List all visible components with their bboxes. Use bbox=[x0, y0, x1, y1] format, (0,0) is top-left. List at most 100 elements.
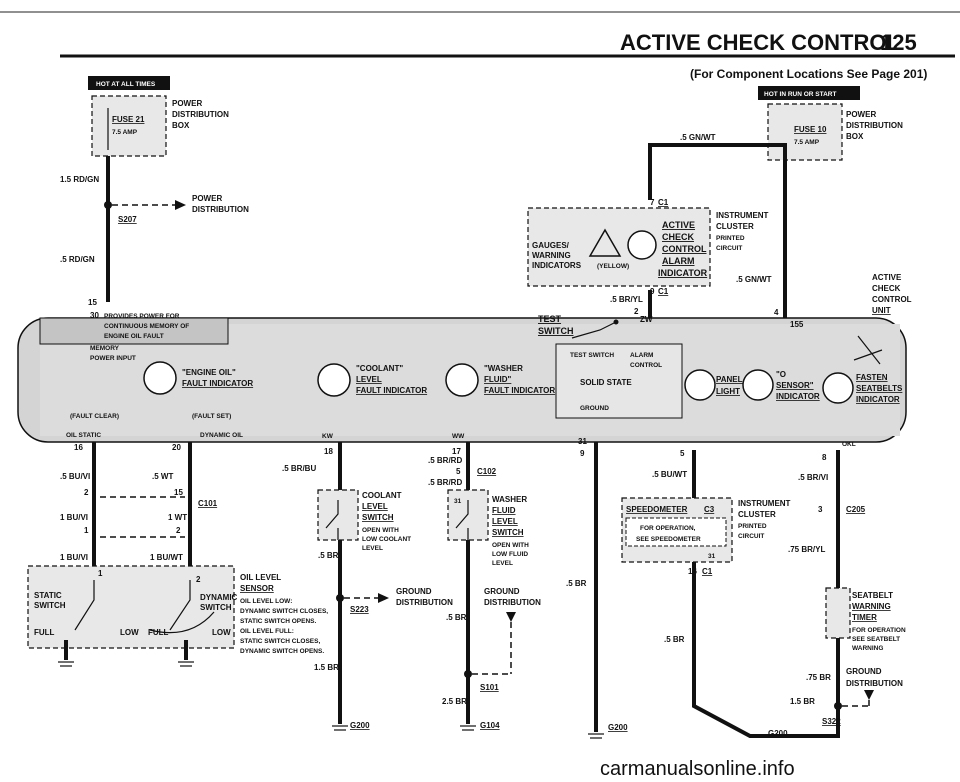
pin-5: 5 bbox=[680, 449, 685, 458]
coolant-sw-6: LEVEL bbox=[362, 545, 383, 552]
pin-16: 16 bbox=[74, 443, 83, 452]
seatbelt-timer-box bbox=[825, 587, 851, 639]
wire-1-bu-vi-b: 1 BU/VI bbox=[60, 553, 88, 562]
seatbelt-timer-5: SEE SEATBELT bbox=[852, 636, 900, 643]
engine-oil-1: "ENGINE OIL" bbox=[182, 368, 236, 377]
pin-4: 4 bbox=[774, 308, 779, 317]
washer-lamp-icon bbox=[445, 363, 479, 397]
oil-note-5: STATIC SWITCH OPENS. bbox=[240, 618, 317, 625]
oil-level-sensor-box bbox=[27, 565, 235, 649]
s207-label: S207 bbox=[118, 215, 137, 224]
full-b: FULL bbox=[148, 628, 169, 637]
fuse21-label: FUSE 21 bbox=[112, 115, 145, 124]
coolant-sw-1: COOLANT bbox=[362, 491, 402, 500]
speedo-ic-4: CIRCUIT bbox=[738, 533, 764, 540]
alarm-2: CONTROL bbox=[630, 362, 662, 369]
page-title: ACTIVE CHECK CONTROL bbox=[620, 30, 900, 55]
s207-dist-2: DISTRIBUTION bbox=[192, 205, 249, 214]
acc-alarm-3: CONTROL bbox=[662, 244, 707, 254]
acc-alarm-1: ACTIVE bbox=[662, 220, 695, 230]
oil-note-6: OIL LEVEL FULL: bbox=[240, 628, 294, 635]
dynamic-oil: DYNAMIC OIL bbox=[200, 432, 243, 439]
low-b: LOW bbox=[212, 628, 231, 637]
conn-c101: C101 bbox=[198, 499, 218, 508]
coolant-2: LEVEL bbox=[356, 375, 382, 384]
wire-1-wt: 1 WT bbox=[168, 513, 187, 522]
pin-ww: WW bbox=[452, 433, 465, 440]
wire-05-rd-gn: .5 RD/GN bbox=[60, 255, 95, 264]
panel-light-icon bbox=[684, 369, 716, 401]
dynamic-switch-2: SWITCH bbox=[200, 603, 232, 612]
fasten-3: INDICATOR bbox=[856, 395, 900, 404]
gauges-2: WARNING bbox=[532, 251, 571, 260]
pin-7: 7 bbox=[650, 198, 655, 207]
washer-1: "WASHER bbox=[484, 364, 523, 373]
s101-dist-2: DISTRIBUTION bbox=[484, 598, 541, 607]
test-2: SWITCH bbox=[538, 326, 574, 336]
speedo-op-2: SEE SPEEDOMETER bbox=[636, 536, 701, 543]
speedo-ic-3: PRINTED bbox=[738, 523, 767, 530]
test-switch-label: TEST SWITCH bbox=[570, 352, 614, 359]
wire-05-br-b: .5 BR bbox=[446, 613, 467, 622]
pin-kw: KW bbox=[322, 433, 334, 440]
pdb-right-3: BOX bbox=[846, 132, 864, 141]
oil-static: OIL STATIC bbox=[66, 432, 101, 439]
fasten-seatbelt-lamp-icon bbox=[822, 372, 854, 404]
wire-05-br-a: .5 BR bbox=[318, 551, 339, 560]
speedo-ic-2: CLUSTER bbox=[738, 510, 776, 519]
solid-state: SOLID STATE bbox=[580, 378, 632, 387]
conn-c1-c: C1 bbox=[702, 567, 713, 576]
pin-okl: OKL bbox=[842, 441, 856, 448]
alarm-1: ALARM bbox=[630, 352, 653, 359]
static-switch-2: SWITCH bbox=[34, 601, 66, 610]
hot-at-all-times-label: HOT AT ALL TIMES bbox=[96, 81, 156, 88]
fault-clear: (FAULT CLEAR) bbox=[70, 413, 119, 420]
ic-top-2: CLUSTER bbox=[716, 222, 754, 231]
wire-05-wt: .5 WT bbox=[152, 472, 173, 481]
pin-9: 9 bbox=[650, 287, 655, 296]
oil-note-4: DYNAMIC SWITCH CLOSES, bbox=[240, 608, 328, 615]
seatbelt-timer-1: SEATBELT bbox=[852, 591, 893, 600]
conn-c102: C102 bbox=[477, 467, 497, 476]
wire-05-gn-wt-top: .5 GN/WT bbox=[680, 133, 716, 142]
s322-dist-1: GROUND bbox=[846, 667, 882, 676]
pin-31-b: 31 bbox=[454, 498, 462, 505]
speedometer-label: SPEEDOMETER bbox=[626, 505, 688, 514]
pin-30: 30 bbox=[90, 311, 99, 320]
pin-31-a: 31 bbox=[578, 437, 587, 446]
instrument-cluster-box bbox=[527, 207, 711, 287]
pin-155: 155 bbox=[790, 320, 804, 329]
alarm-indicator-lamp-icon bbox=[627, 230, 657, 260]
acc-unit-2: CHECK bbox=[872, 284, 901, 293]
wire-05-bu-vi: .5 BU/VI bbox=[60, 472, 90, 481]
fault-set: (FAULT SET) bbox=[192, 413, 231, 420]
pin-9-b: 9 bbox=[580, 449, 585, 458]
gauges-3: INDICATORS bbox=[532, 261, 582, 270]
wire-05-br-vi: .5 BR/VI bbox=[798, 473, 828, 482]
washer-sw-3: LEVEL bbox=[492, 517, 518, 526]
ic-top-1: INSTRUMENT bbox=[716, 211, 769, 220]
ground-label: GROUND bbox=[580, 405, 609, 412]
washer-sw-4: SWITCH bbox=[492, 528, 524, 537]
engine-oil-lamp-icon bbox=[143, 361, 177, 395]
conn-c1-a: C1 bbox=[658, 198, 669, 207]
ground-g200-b: G200 bbox=[608, 723, 628, 732]
provides-1: PROVIDES POWER FOR bbox=[104, 313, 180, 320]
pin-2: 2 bbox=[634, 307, 639, 316]
dynamic-switch-1: DYNAMIC bbox=[200, 593, 238, 602]
wire-075-br-yl: .75 BR/YL bbox=[788, 545, 825, 554]
coolant-sw-2: LEVEL bbox=[362, 502, 388, 511]
watermark-text: carmanualsonline.info bbox=[600, 758, 795, 780]
pin-1-a: 1 bbox=[84, 526, 89, 535]
washer-sw-7: LEVEL bbox=[492, 560, 513, 567]
s322-label: S322 bbox=[822, 717, 841, 726]
ic-top-3: PRINTED bbox=[716, 235, 745, 242]
speedo-op-1: FOR OPERATION, bbox=[640, 525, 696, 532]
pin-20: 20 bbox=[172, 443, 181, 452]
wire-1-bu-vi-a: 1 BU/VI bbox=[60, 513, 88, 522]
wire-05-br-bu: .5 BR/BU bbox=[282, 464, 316, 473]
fuse10-amp: 7.5 AMP bbox=[794, 139, 820, 146]
pdb-left-3: BOX bbox=[172, 121, 190, 130]
o2-2: SENSOR" bbox=[776, 381, 814, 390]
conn-c1-b: C1 bbox=[658, 287, 669, 296]
